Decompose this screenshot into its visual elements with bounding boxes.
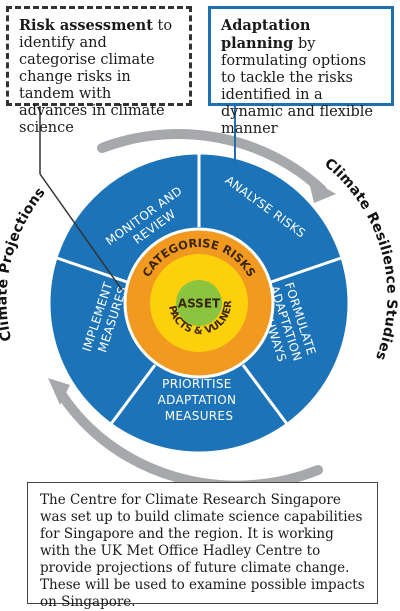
cycle-arrow-top (97, 129, 327, 195)
wheel-dividers (53, 153, 345, 425)
cycle-arrowhead-bottom (48, 378, 70, 405)
adaptation-planning-text: by formulating options to tackle the ris… (221, 36, 374, 137)
adaptation-planning-box: Adaptation planning by formulating optio… (208, 6, 394, 137)
asset-core (176, 280, 222, 326)
climate-projections-label: Climate Projections (0, 185, 49, 343)
centre-description-text: The Centre for Climate Research Singapor… (40, 492, 365, 610)
centre-description-box: The Centre for Climate Research Singapor… (27, 482, 378, 610)
risk-assessment-box: Risk assessment to identify and categori… (6, 6, 192, 136)
risk-assessment-text: to identify and categorise climate chang… (19, 18, 173, 136)
cycle-arrow-bottom (57, 390, 323, 491)
cycle-arrowhead-top (308, 178, 336, 203)
asset-label: ASSET (178, 297, 221, 311)
risk-assessment-title: Risk assessment (19, 17, 153, 34)
segment-prioritise-label: PRIORITISE ADAPTATION MEASURES (158, 377, 241, 423)
adaptation-planning-title: Adaptation planning (221, 17, 311, 52)
risk-connector-diagonal (39, 173, 123, 291)
